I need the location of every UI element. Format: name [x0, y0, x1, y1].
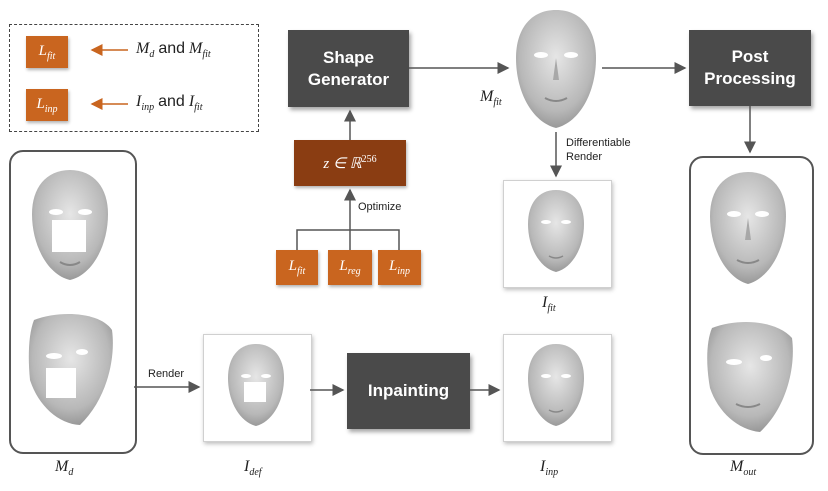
mesh-fit-face: [516, 10, 596, 128]
image-def-face: [228, 344, 284, 426]
mesh-out-face-side: [707, 322, 793, 432]
mesh-d-face-front: [32, 170, 108, 280]
loss-fit-block: Lfit: [276, 250, 318, 285]
caption-i-fit: Ifit: [542, 294, 556, 315]
legend-swatch-fit: Lfit: [26, 36, 68, 68]
loss-inp-block: Linp: [378, 250, 421, 285]
differentiable-render-label: Differentiable Render: [566, 137, 631, 163]
shape-generator-block: Shape Generator: [288, 30, 409, 107]
image-inp-face: [528, 344, 584, 426]
latent-code-block: z ∈ ℝ256: [294, 140, 406, 186]
inpainting-block: Inpainting: [347, 353, 470, 429]
mesh-d-face-side: [28, 314, 113, 425]
mesh-out-face-front: [710, 172, 786, 284]
legend-symbol-inp: Linp: [36, 95, 58, 115]
legend-swatch-inp: Linp: [26, 89, 68, 121]
optimize-label: Optimize: [358, 201, 402, 213]
latent-code-label: z ∈ ℝ256: [323, 153, 377, 172]
post-processing-block: Post Processing: [689, 30, 811, 106]
loss-inp-label: Linp: [388, 258, 411, 277]
caption-i-inp: Iinp: [540, 458, 559, 479]
caption-m-d: Md: [55, 458, 74, 479]
loss-fit-label: Lfit: [288, 258, 306, 277]
image-fit-face: [528, 190, 584, 272]
caption-i-def: Idef: [244, 458, 262, 479]
legend: [9, 24, 259, 132]
legend-symbol-fit: Lfit: [38, 42, 56, 62]
loss-reg-block: Lreg: [328, 250, 372, 285]
caption-m-out: Mout: [730, 458, 757, 479]
legend-text-inp: Iinp and Ifit: [136, 93, 203, 114]
caption-m-fit: Mfit: [480, 88, 502, 109]
loss-bracket: [296, 229, 400, 250]
render-label: Render: [148, 368, 185, 380]
legend-text-fit: Md and Mfit: [136, 40, 211, 61]
loss-reg-label: Lreg: [339, 258, 361, 277]
